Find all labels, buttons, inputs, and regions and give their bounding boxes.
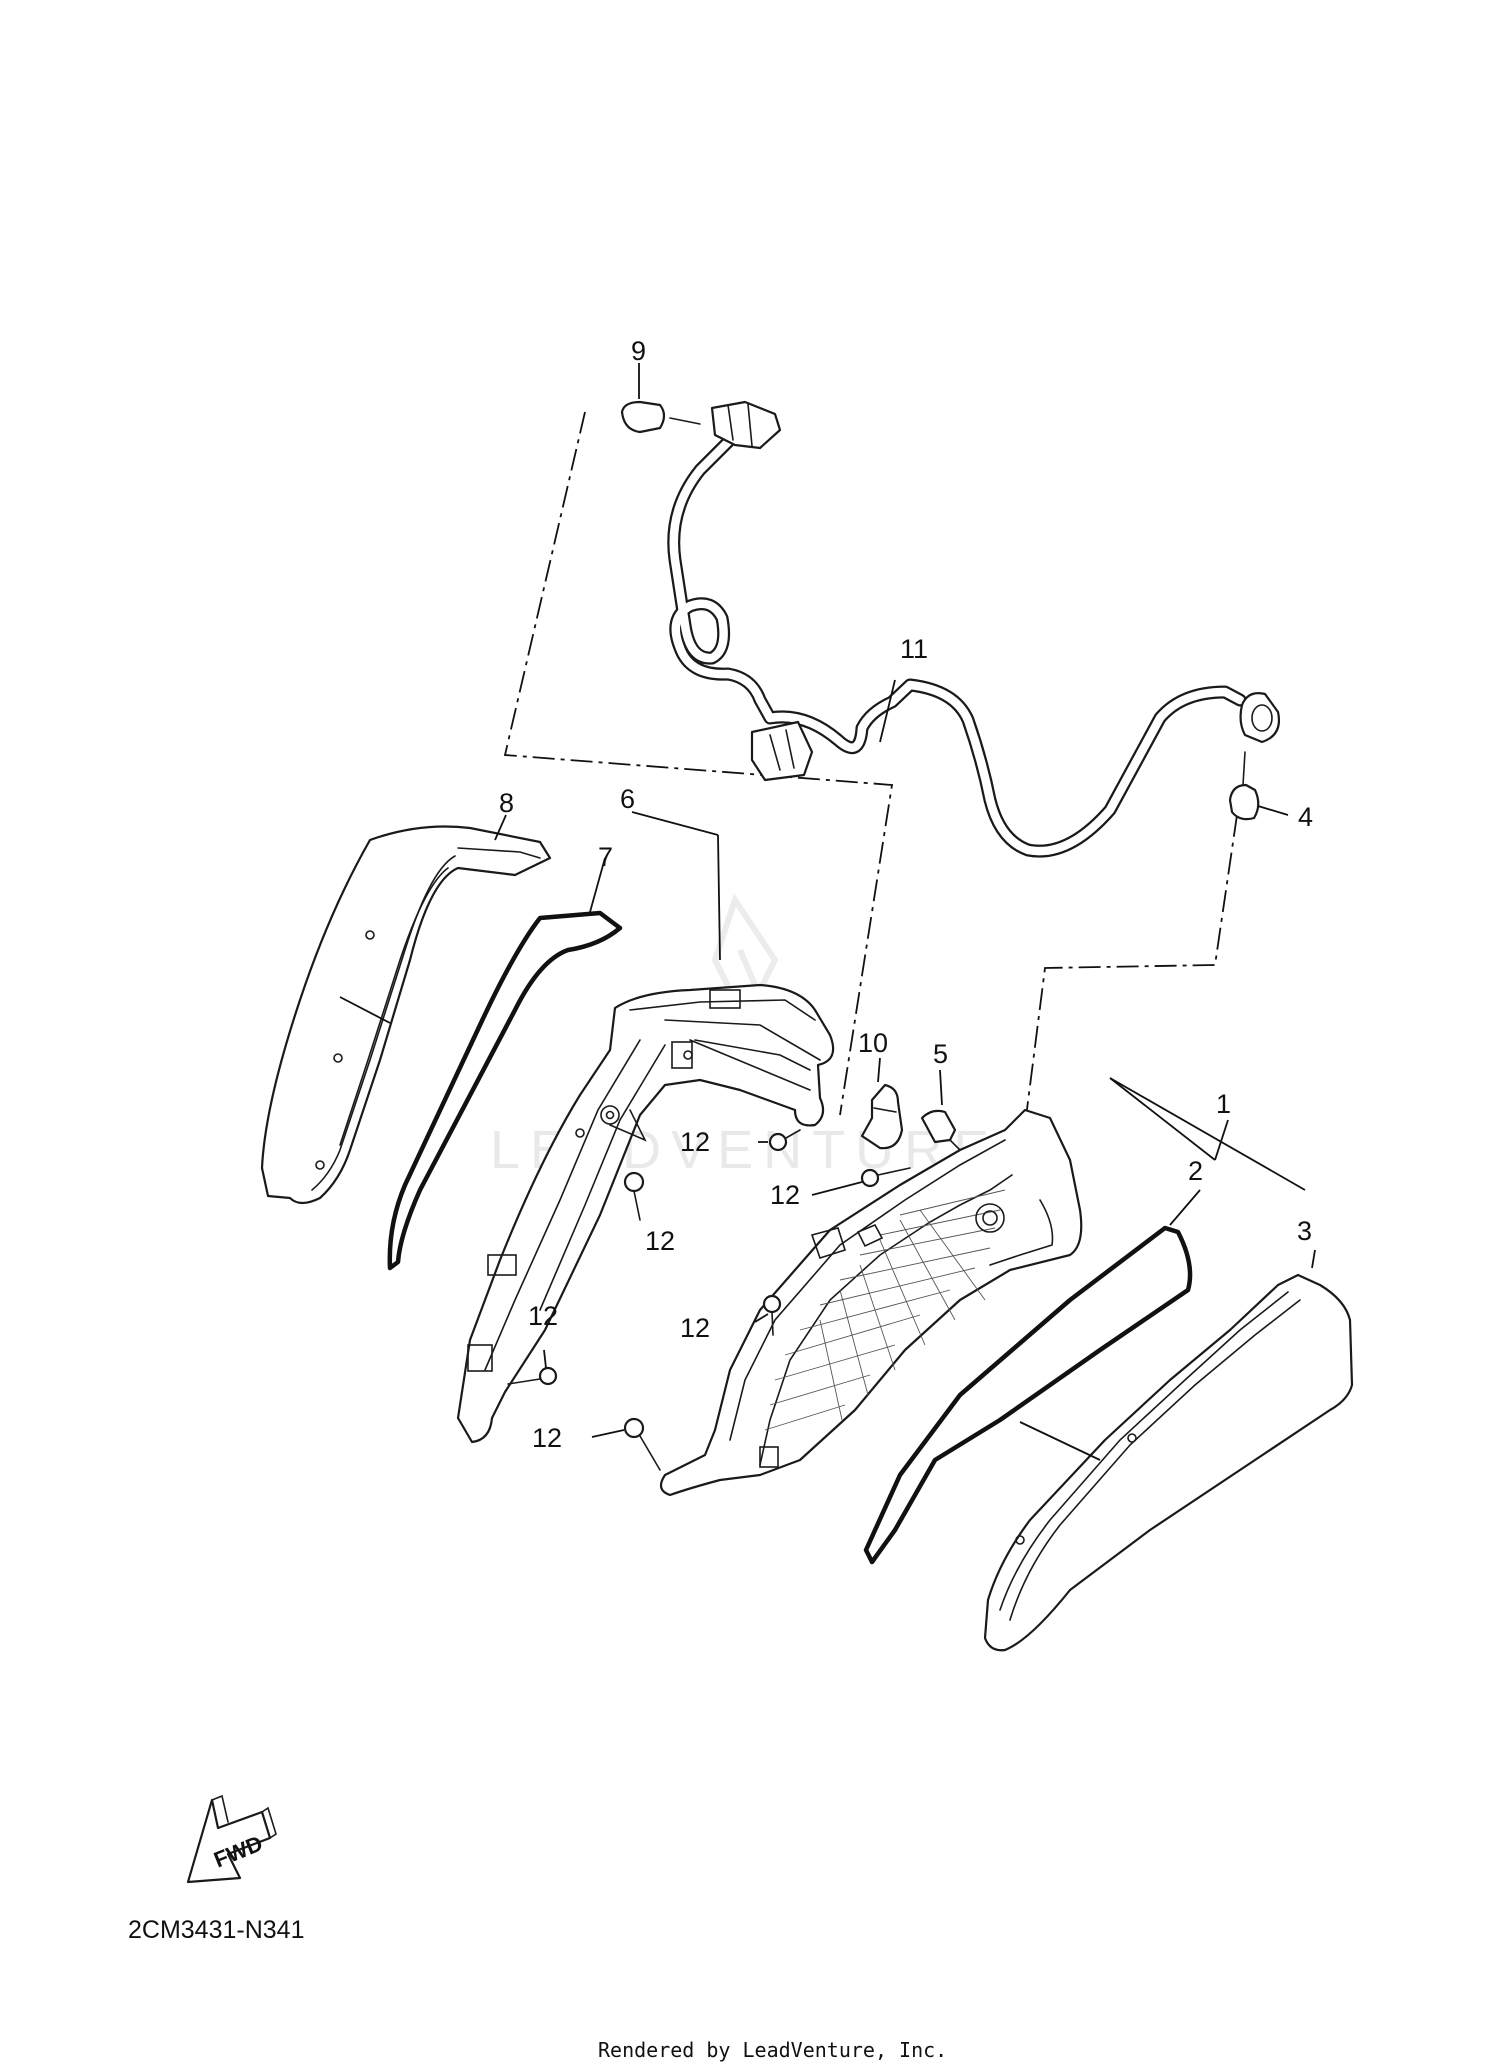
screw-d (754, 1294, 782, 1336)
forward-arrow: FWD (186, 1794, 277, 1884)
part-2-right-gasket (863, 1189, 1201, 1565)
part-3-right-lens-cover (983, 1249, 1354, 1652)
part-5-bulb (920, 1069, 961, 1151)
diagram-code: 2CM3431-N341 (128, 1916, 305, 1944)
part-12-screws (507, 1129, 911, 1471)
callout-6: 6 (620, 784, 635, 814)
callout-12-e: 12 (528, 1301, 558, 1331)
lamp-lens-hatch (764, 1189, 1006, 1431)
callout-11: 11 (900, 634, 928, 664)
callout-3: 3 (1297, 1216, 1312, 1246)
part-7-left-gasket (387, 857, 623, 1271)
callout-4: 4 (1298, 802, 1313, 832)
screw-f (591, 1417, 661, 1471)
callout-7: 7 (598, 842, 613, 872)
assembly-leader-lines (503, 411, 1238, 1126)
callout-12-f: 12 (532, 1423, 562, 1453)
callout-2: 2 (1188, 1156, 1203, 1186)
screw-a (758, 1129, 801, 1152)
part-4-bulb (1228, 751, 1289, 821)
callout-12-b: 12 (770, 1180, 800, 1210)
part-11-wire-harness (667, 400, 1280, 858)
callout-1: 1 (1216, 1089, 1231, 1119)
part-6-inner-housing (456, 811, 835, 1444)
callout-10: 10 (858, 1028, 888, 1058)
callout-12-a: 12 (680, 1127, 710, 1157)
screw-c (623, 1171, 645, 1221)
part-1-lamp-body (659, 1077, 1306, 1497)
callout-12-d: 12 (680, 1313, 710, 1343)
screw-e (507, 1349, 558, 1386)
callout-8: 8 (499, 788, 514, 818)
screw-b (811, 1167, 911, 1196)
callout-labels: 1 2 3 4 5 6 7 8 9 10 11 12 12 12 12 12 1… (499, 336, 1313, 1453)
callout-12-c: 12 (645, 1226, 675, 1256)
part-9-bulb (620, 363, 701, 434)
callout-5: 5 (933, 1039, 948, 1069)
part-10-grommet (860, 1057, 904, 1150)
part-8-left-lens-cover (260, 814, 552, 1205)
callout-9: 9 (631, 336, 646, 366)
rendered-by-footer: Rendered by LeadVenture, Inc. (598, 2038, 947, 2062)
